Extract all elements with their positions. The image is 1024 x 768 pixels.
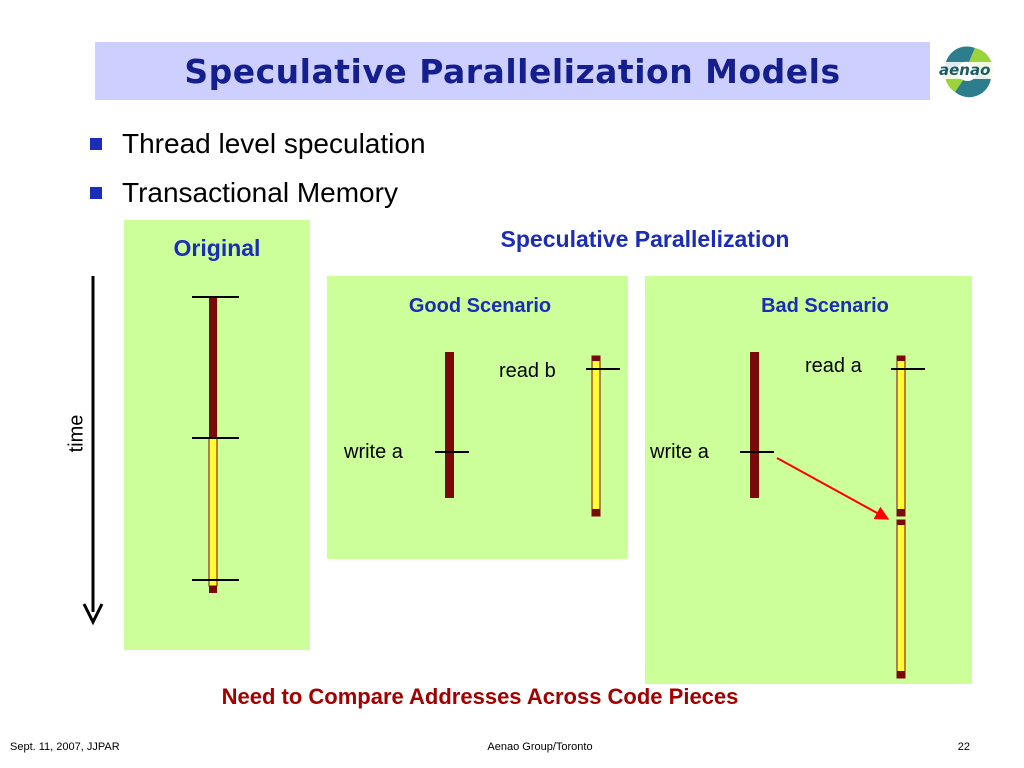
logo-graphic bbox=[938, 46, 997, 98]
bad-thread-speculative bbox=[891, 355, 925, 517]
title-bar: Speculative Parallelization Models bbox=[95, 42, 930, 100]
good-thread-speculative bbox=[586, 355, 620, 517]
bad-thread-reexecuted bbox=[896, 519, 906, 679]
time-arrow bbox=[82, 276, 104, 626]
bullet-text: Transactional Memory bbox=[122, 177, 398, 208]
good-thread-dark bbox=[435, 352, 469, 498]
conclusion-text: Need to Compare Addresses Across Code Pi… bbox=[221, 684, 739, 709]
original-label: Original bbox=[173, 235, 261, 261]
bad-scenario-panel bbox=[645, 276, 972, 684]
aenao-logo: aenao bbox=[935, 40, 1000, 102]
footer-page-number: 22 bbox=[957, 741, 970, 753]
bullet-square-icon bbox=[90, 187, 102, 199]
bad-thread-dark bbox=[740, 352, 774, 498]
good-scenario-label: Good Scenario bbox=[408, 295, 552, 317]
bullet-text: Thread level speculation bbox=[122, 128, 426, 159]
footer-group: Aenao Group/Toronto bbox=[487, 741, 593, 753]
footer-date: Sept. 11, 2007, JJPAR bbox=[10, 741, 120, 753]
bullet-square-icon bbox=[90, 138, 102, 150]
bad-write-label: write a bbox=[650, 441, 709, 463]
good-read-label: read b bbox=[499, 360, 556, 382]
bad-read-label: read a bbox=[805, 355, 862, 377]
conflict-arrow bbox=[776, 457, 890, 520]
logo-text: aenao bbox=[939, 61, 991, 79]
page-title: Speculative Parallelization Models bbox=[184, 51, 841, 91]
good-write-label: write a bbox=[344, 441, 403, 463]
time-label: time bbox=[65, 414, 88, 453]
speculative-parallelization-label: Speculative Parallelization bbox=[500, 226, 790, 252]
bullet-item: Thread level speculation bbox=[90, 128, 426, 160]
good-scenario-panel bbox=[327, 276, 628, 559]
bullet-item: Transactional Memory bbox=[90, 177, 398, 209]
original-thread bbox=[192, 296, 239, 593]
bad-scenario-label: Bad Scenario bbox=[761, 295, 889, 317]
